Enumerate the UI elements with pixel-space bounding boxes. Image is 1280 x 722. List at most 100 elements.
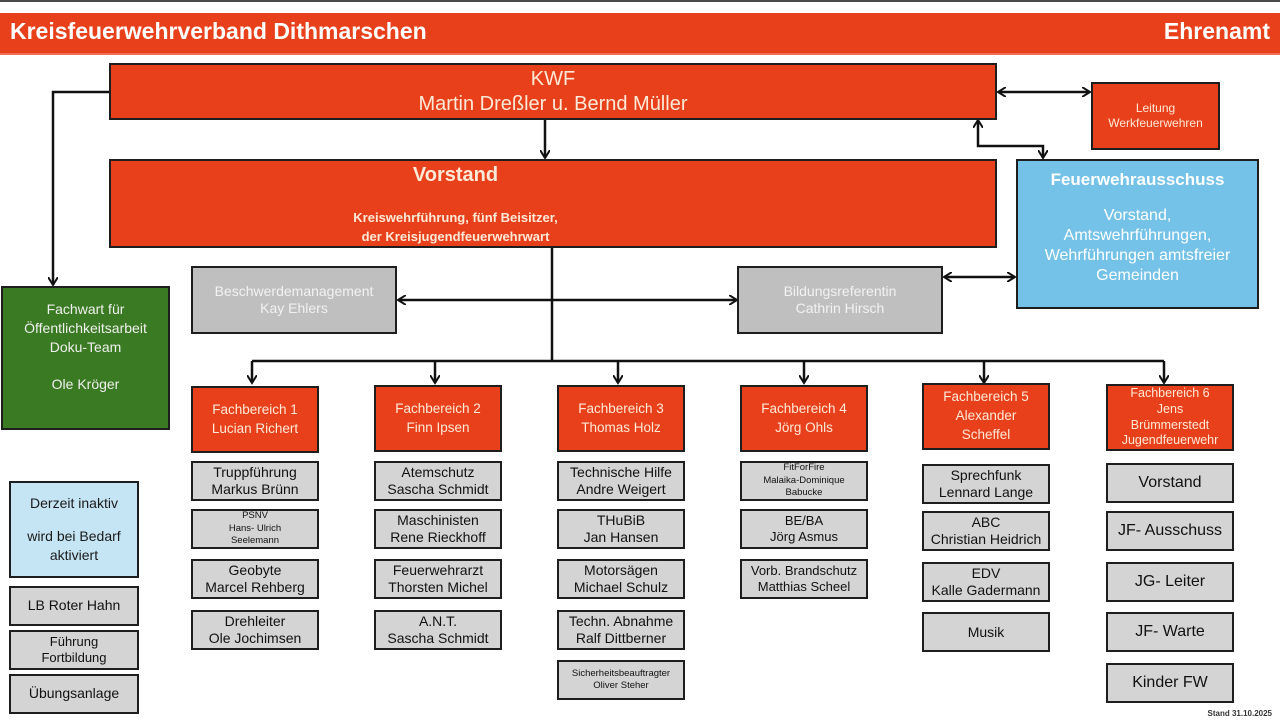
fachwart-line-3: Doku-Team [49,338,122,355]
fachbereich-6-item[interactable]: Kinder FW [1106,663,1234,703]
item-name: Marcel Rehberg [205,579,305,595]
item-role: Kinder FW [1132,674,1208,692]
item-name: Jörg Asmus [770,529,838,544]
fachbereich-6-item[interactable]: JF- Warte [1106,612,1234,652]
item-role: PSNV [242,510,268,522]
fachbereich-title: Fachbereich 3 [578,400,664,416]
inaktiv-item[interactable]: LB Roter Hahn [9,586,139,626]
item-name: Markus Brünn [211,481,299,497]
fachbereich-6-item[interactable]: JF- Ausschuss [1106,511,1234,551]
ausschuss-line-1: Vorstand, [1103,207,1172,225]
item-name: Matthias Scheel [757,579,851,594]
item-role: Techn. Abnahme [568,613,674,630]
inaktiv-item-label: Übungsanlage [28,685,120,702]
item-role: THuBiB [596,512,646,529]
item-name: Kalle Gadermann [931,582,1041,598]
item-role: EDV [971,565,1001,582]
item-name: Lennard Lange [938,484,1034,500]
item-name: Malaika-Dominique [763,474,845,486]
item-name: Oliver Steher [593,680,649,691]
item-name: Rene Rieckhoff [390,529,486,545]
fachbereich-3-header[interactable]: Fachbereich 3 Thomas Holz [557,385,685,452]
item-role: Vorb. Brandschutz [750,563,858,579]
kwf-box[interactable]: KWF Martin Dreßler u. Bernd Müller [109,63,997,120]
vorstand-title: Vorstand [412,164,499,186]
item-role: A.N.T. [418,613,458,630]
item-name: Ralf Dittberner [575,630,667,646]
stand-date: Stand 31.10.2025 [1207,709,1272,718]
fachbereich-title: Fachbereich 6 [1130,386,1210,401]
leitung-label: Leitung [1135,101,1176,115]
item-role: Maschinisten [397,512,479,529]
item-role: Vorstand [1138,474,1202,492]
fachbereich-leader: Jugendfeuerwehr [1121,433,1219,448]
item-role: Truppführung [213,464,297,481]
item-role: Drehleiter [224,613,286,630]
item-role: Feuerwehrarzt [392,562,484,579]
item-name: Sascha Schmidt [387,630,489,646]
derzeit-inaktiv-box[interactable]: Derzeit inaktiv wird bei Bedarf aktivier… [9,481,139,578]
item-name: Ole Jochimsen [208,630,302,646]
fachbereich-leader: Scheffel [961,426,1011,442]
fachbereich-leader: Alexander [955,408,1017,424]
leitung-werkfeuerwehren-box[interactable]: Leitung Werkfeuerwehren [1091,82,1220,150]
fachbereich-2-item[interactable]: A.N.T.Sascha Schmidt [374,610,502,650]
kwf-title: KWF [530,67,576,90]
inaktiv-item[interactable]: Übungsanlage [9,674,139,714]
fachbereich-1-header[interactable]: Fachbereich 1 Lucian Richert [191,386,319,453]
fachbereich-title: Fachbereich 1 [212,401,298,417]
vorstand-desc-1: Kreiswehrführung, fünf Beisitzer, [353,210,558,225]
fachwart-oeffentlichkeitsarbeit-box[interactable]: Fachwart für Öffentlichkeitsarbeit Doku-… [1,286,170,430]
item-name: Thorsten Michel [388,579,488,595]
bildung-label: Bildungsreferentin [783,282,897,299]
fachwart-name: Ole Kröger [51,375,120,392]
item-role: Sprechfunk [950,467,1022,484]
beschwerde-label: Beschwerdemanagement [214,282,374,299]
kwf-to-fachwart-line [53,90,110,285]
kwf-ausschuss-line [978,120,1043,158]
fachbereich-5-item[interactable]: Musik [922,612,1050,652]
fachbereich-leader: Thomas Holz [581,419,661,435]
bildungsreferentin-box[interactable]: Bildungsreferentin Cathrin Hirsch [737,266,943,334]
item-role: JF- Ausschuss [1117,522,1223,540]
item-role: JG- Leiter [1134,573,1206,591]
item-role: FitForFire [783,462,825,474]
fachbereich-leader: Lucian Richert [211,420,299,436]
fachbereich-6-item[interactable]: JG- Leiter [1106,562,1234,602]
vorstand-box[interactable]: Vorstand Kreiswehrführung, fünf Beisitze… [109,159,997,248]
feuerwehrausschuss-box[interactable]: Feuerwehrausschuss Vorstand, Amtswehrfüh… [1016,159,1259,309]
item-name: Andre Weigert [576,481,666,497]
item-name: Christian Heidrich [930,531,1042,547]
item-role: Atemschutz [401,464,475,481]
top-border [0,0,1280,2]
ausschuss-line-2: Amtswehrführungen, [1063,227,1212,245]
beschwerdemanagement-box[interactable]: Beschwerdemanagement Kay Ehlers [191,266,397,334]
ausschuss-line-3: Wehrführungen amtsfreier [1044,247,1231,265]
inaktiv-item[interactable]: Führung Fortbildung [9,630,139,670]
fachbereich-6-item[interactable]: Vorstand [1106,463,1234,503]
header-right-label: Ehrenamt [1163,18,1270,44]
